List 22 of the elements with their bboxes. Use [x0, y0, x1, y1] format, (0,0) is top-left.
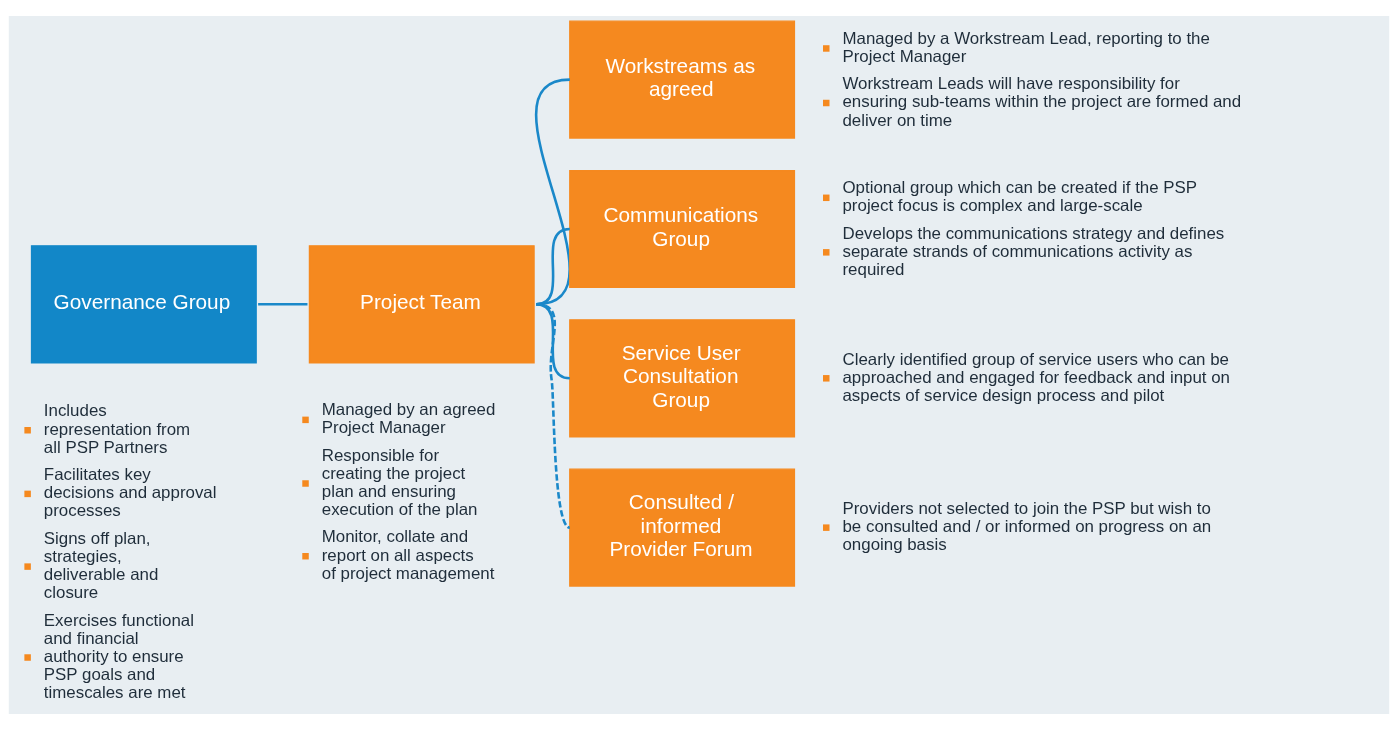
node-box: Governance Group	[30, 245, 257, 364]
node-label: Monitor, collate and report on all aspects of project management	[321, 527, 495, 583]
node-label: Responsible for creating the project plan and ensuring execution of the plan	[321, 445, 478, 520]
node-label: Workstream Leads will have responsibility for ensuring sub-teams within the project are formed and deliver on time	[842, 74, 1242, 130]
node-label: Managed by a Workstream Lead, reporting to the Project Manager	[842, 28, 1210, 66]
node-box: Service User Consultation Group	[569, 319, 796, 438]
node-label: Includes representation from all PSP Partners	[43, 401, 191, 457]
connector	[534, 78, 571, 306]
connector	[535, 303, 571, 529]
node-label: Optional group which can be created if the PSP project focus is complex and large-scale	[842, 178, 1198, 216]
node-label: Develops the communications strategy and defines separate strands of communications activity as required	[842, 223, 1225, 279]
node-label: Managed by an agreed Project Manager	[321, 400, 496, 438]
node-label: Exercises functional and financial authority to ensure PSP goals and timescales are met	[43, 610, 194, 703]
node-label: Signs off plan, strategies, deliverable and closure	[43, 528, 159, 603]
node-box: Communications Group	[569, 169, 796, 289]
node-box: Consulted / informed Provider Forum	[569, 468, 796, 587]
node-box: Project Team	[308, 245, 535, 364]
node-label: Facilitates key decisions and approval processes	[43, 465, 217, 521]
node-label: Clearly identified group of service users who can be approached and engaged for feedback and input on aspects of service design process and pilot	[842, 349, 1231, 405]
connector	[258, 303, 308, 306]
node-box: Workstreams as agreed	[569, 20, 796, 139]
node-label: Providers not selected to join the PSP but wish to be consulted and / or informed on progress on an ongoing basis	[842, 498, 1212, 555]
